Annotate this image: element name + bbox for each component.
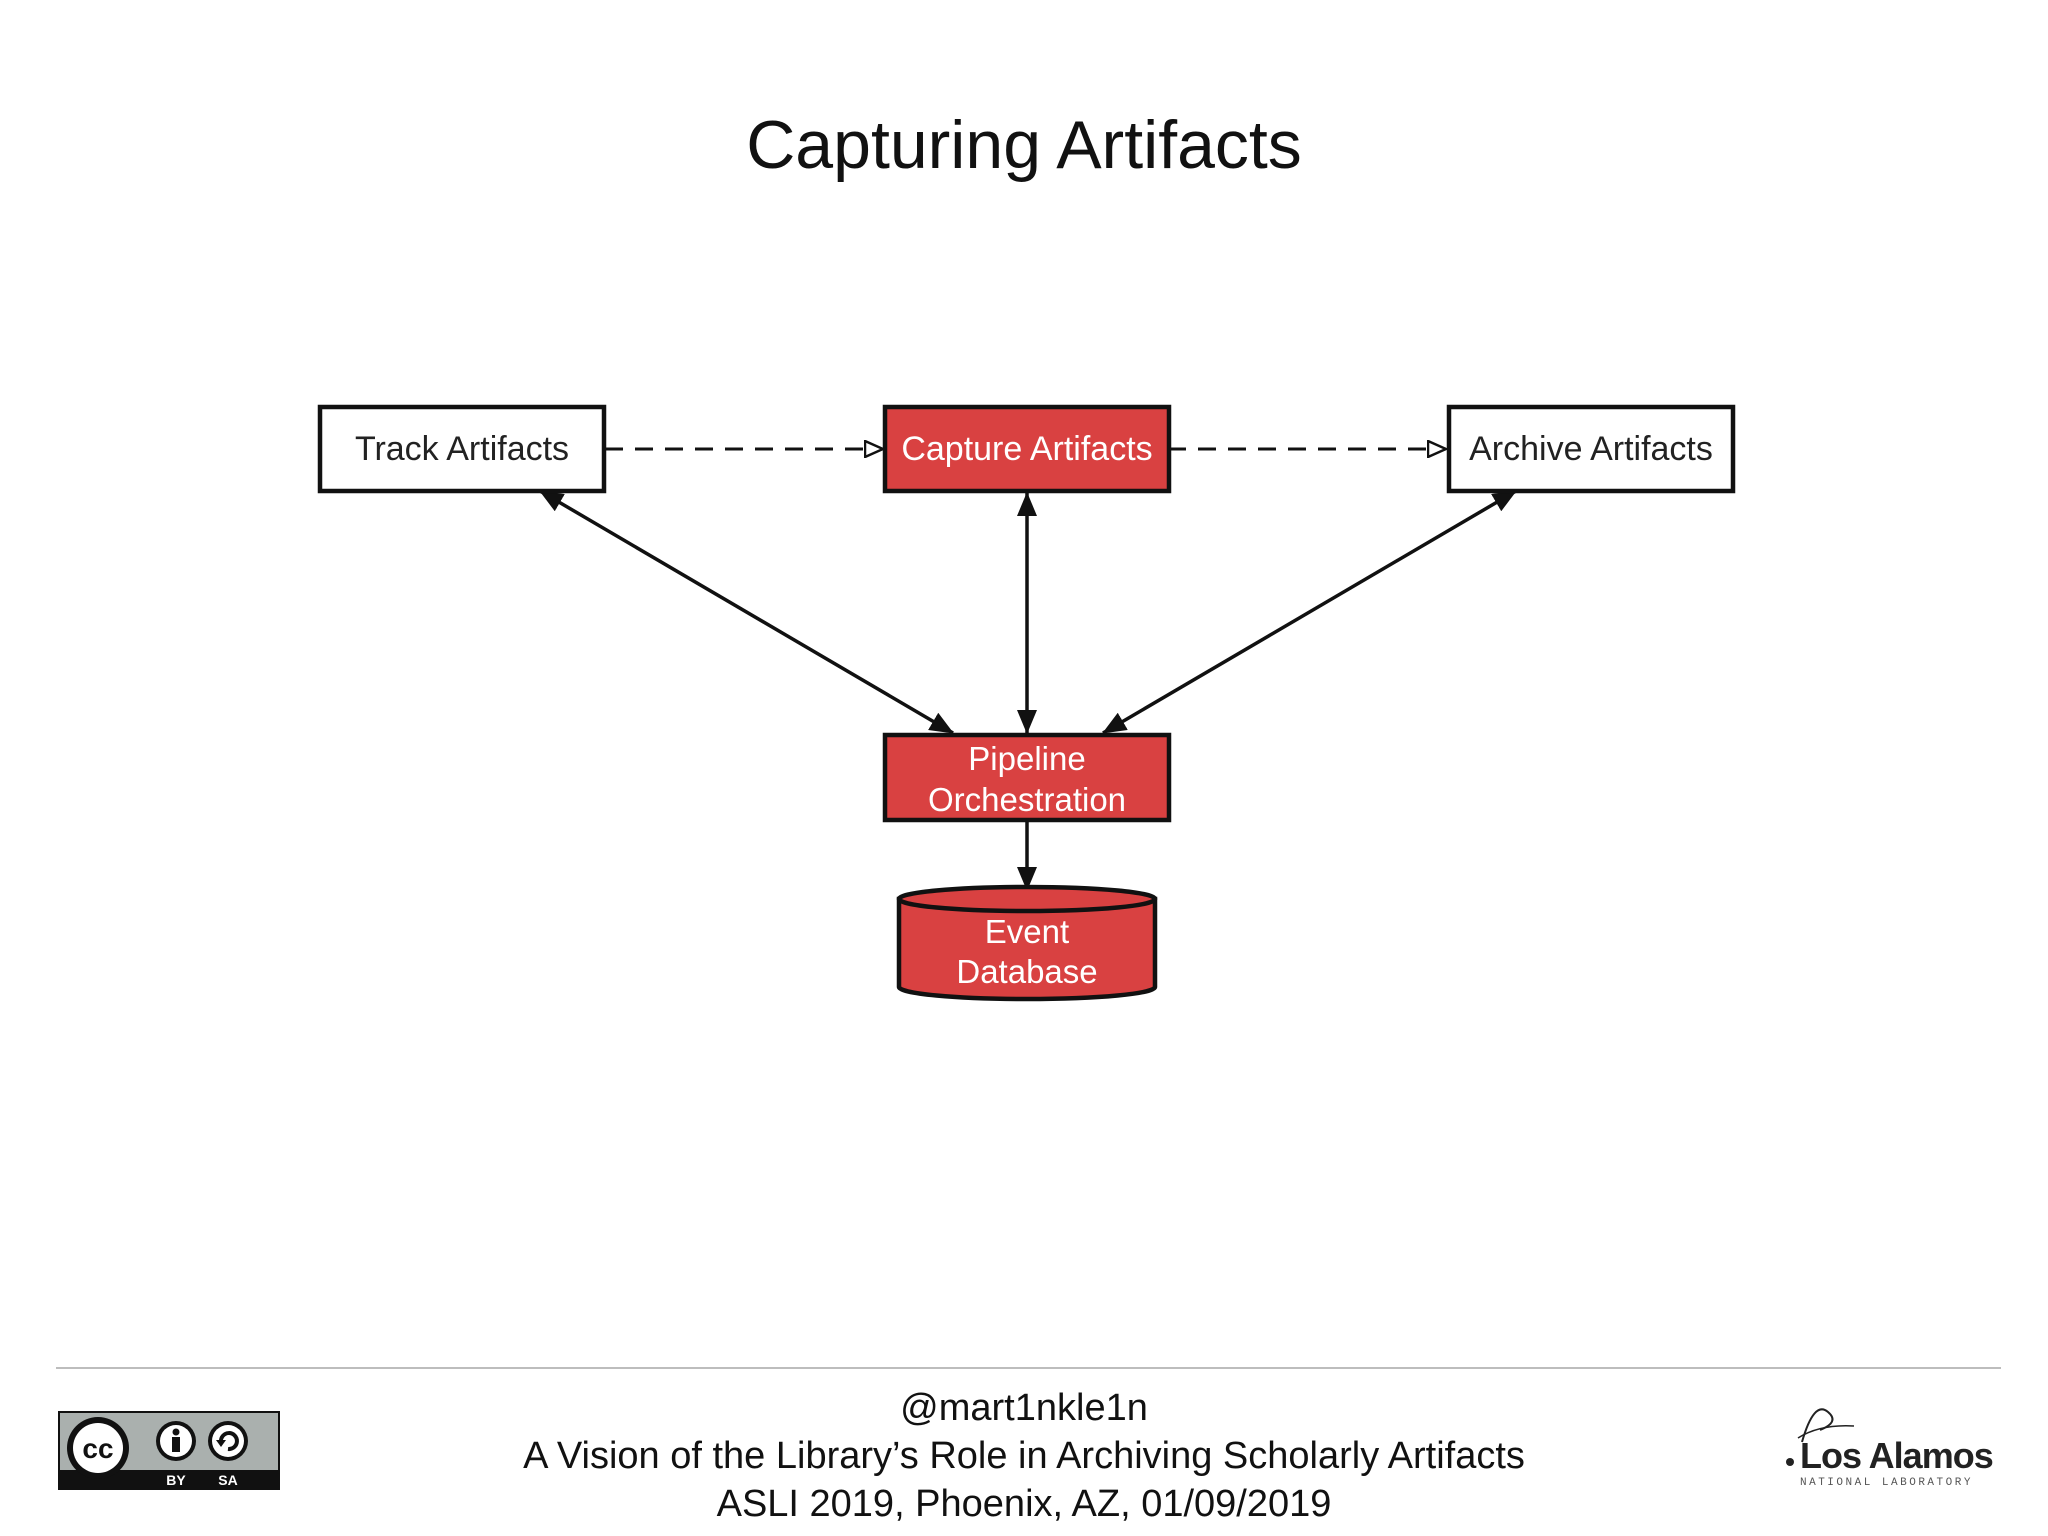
node-track-label: Track Artifacts — [355, 430, 569, 468]
node-event-database: Event Database — [896, 884, 1158, 1002]
cc-by-label: BY — [166, 1472, 186, 1488]
footer-handle: @mart1nkle1n — [900, 1387, 1148, 1429]
footer-event: ASLI 2019, Phoenix, AZ, 01/09/2019 — [716, 1483, 1332, 1525]
node-pipeline-orchestration: Pipeline Orchestration — [882, 732, 1172, 823]
node-capture-label: Capture Artifacts — [901, 430, 1152, 468]
node-pipeline-label-line2: Orchestration — [928, 781, 1126, 818]
cc-sa-label: SA — [218, 1472, 237, 1488]
slide-title: Capturing Artifacts — [746, 107, 1302, 183]
node-track-artifacts: Track Artifacts — [317, 404, 607, 494]
node-database-label-line1: Event — [985, 913, 1069, 950]
node-pipeline-label-line1: Pipeline — [968, 740, 1085, 777]
creative-commons-by-sa-icon: cc BY SA — [58, 1411, 280, 1490]
database-cylinder-body — [896, 896, 1158, 1002]
node-capture-artifacts: Capture Artifacts — [882, 404, 1172, 494]
los-alamos-logo: Los Alamos NATIONAL LABORATORY — [1786, 1408, 1994, 1489]
lanl-name: Los Alamos — [1800, 1435, 1993, 1476]
node-archive-label: Archive Artifacts — [1469, 430, 1713, 468]
cc-label: cc — [82, 1433, 113, 1464]
edge-track-pipeline — [539, 489, 954, 735]
node-database-label-line2: Database — [956, 953, 1097, 990]
node-archive-artifacts: Archive Artifacts — [1446, 404, 1736, 494]
footer-talk-title: A Vision of the Library’s Role in Archiv… — [523, 1435, 1525, 1477]
lanl-subtitle: NATIONAL LABORATORY — [1800, 1477, 1973, 1489]
edge-archive-pipeline — [1102, 489, 1517, 735]
footer-divider — [56, 1367, 2001, 1369]
database-cylinder-top — [896, 884, 1158, 914]
